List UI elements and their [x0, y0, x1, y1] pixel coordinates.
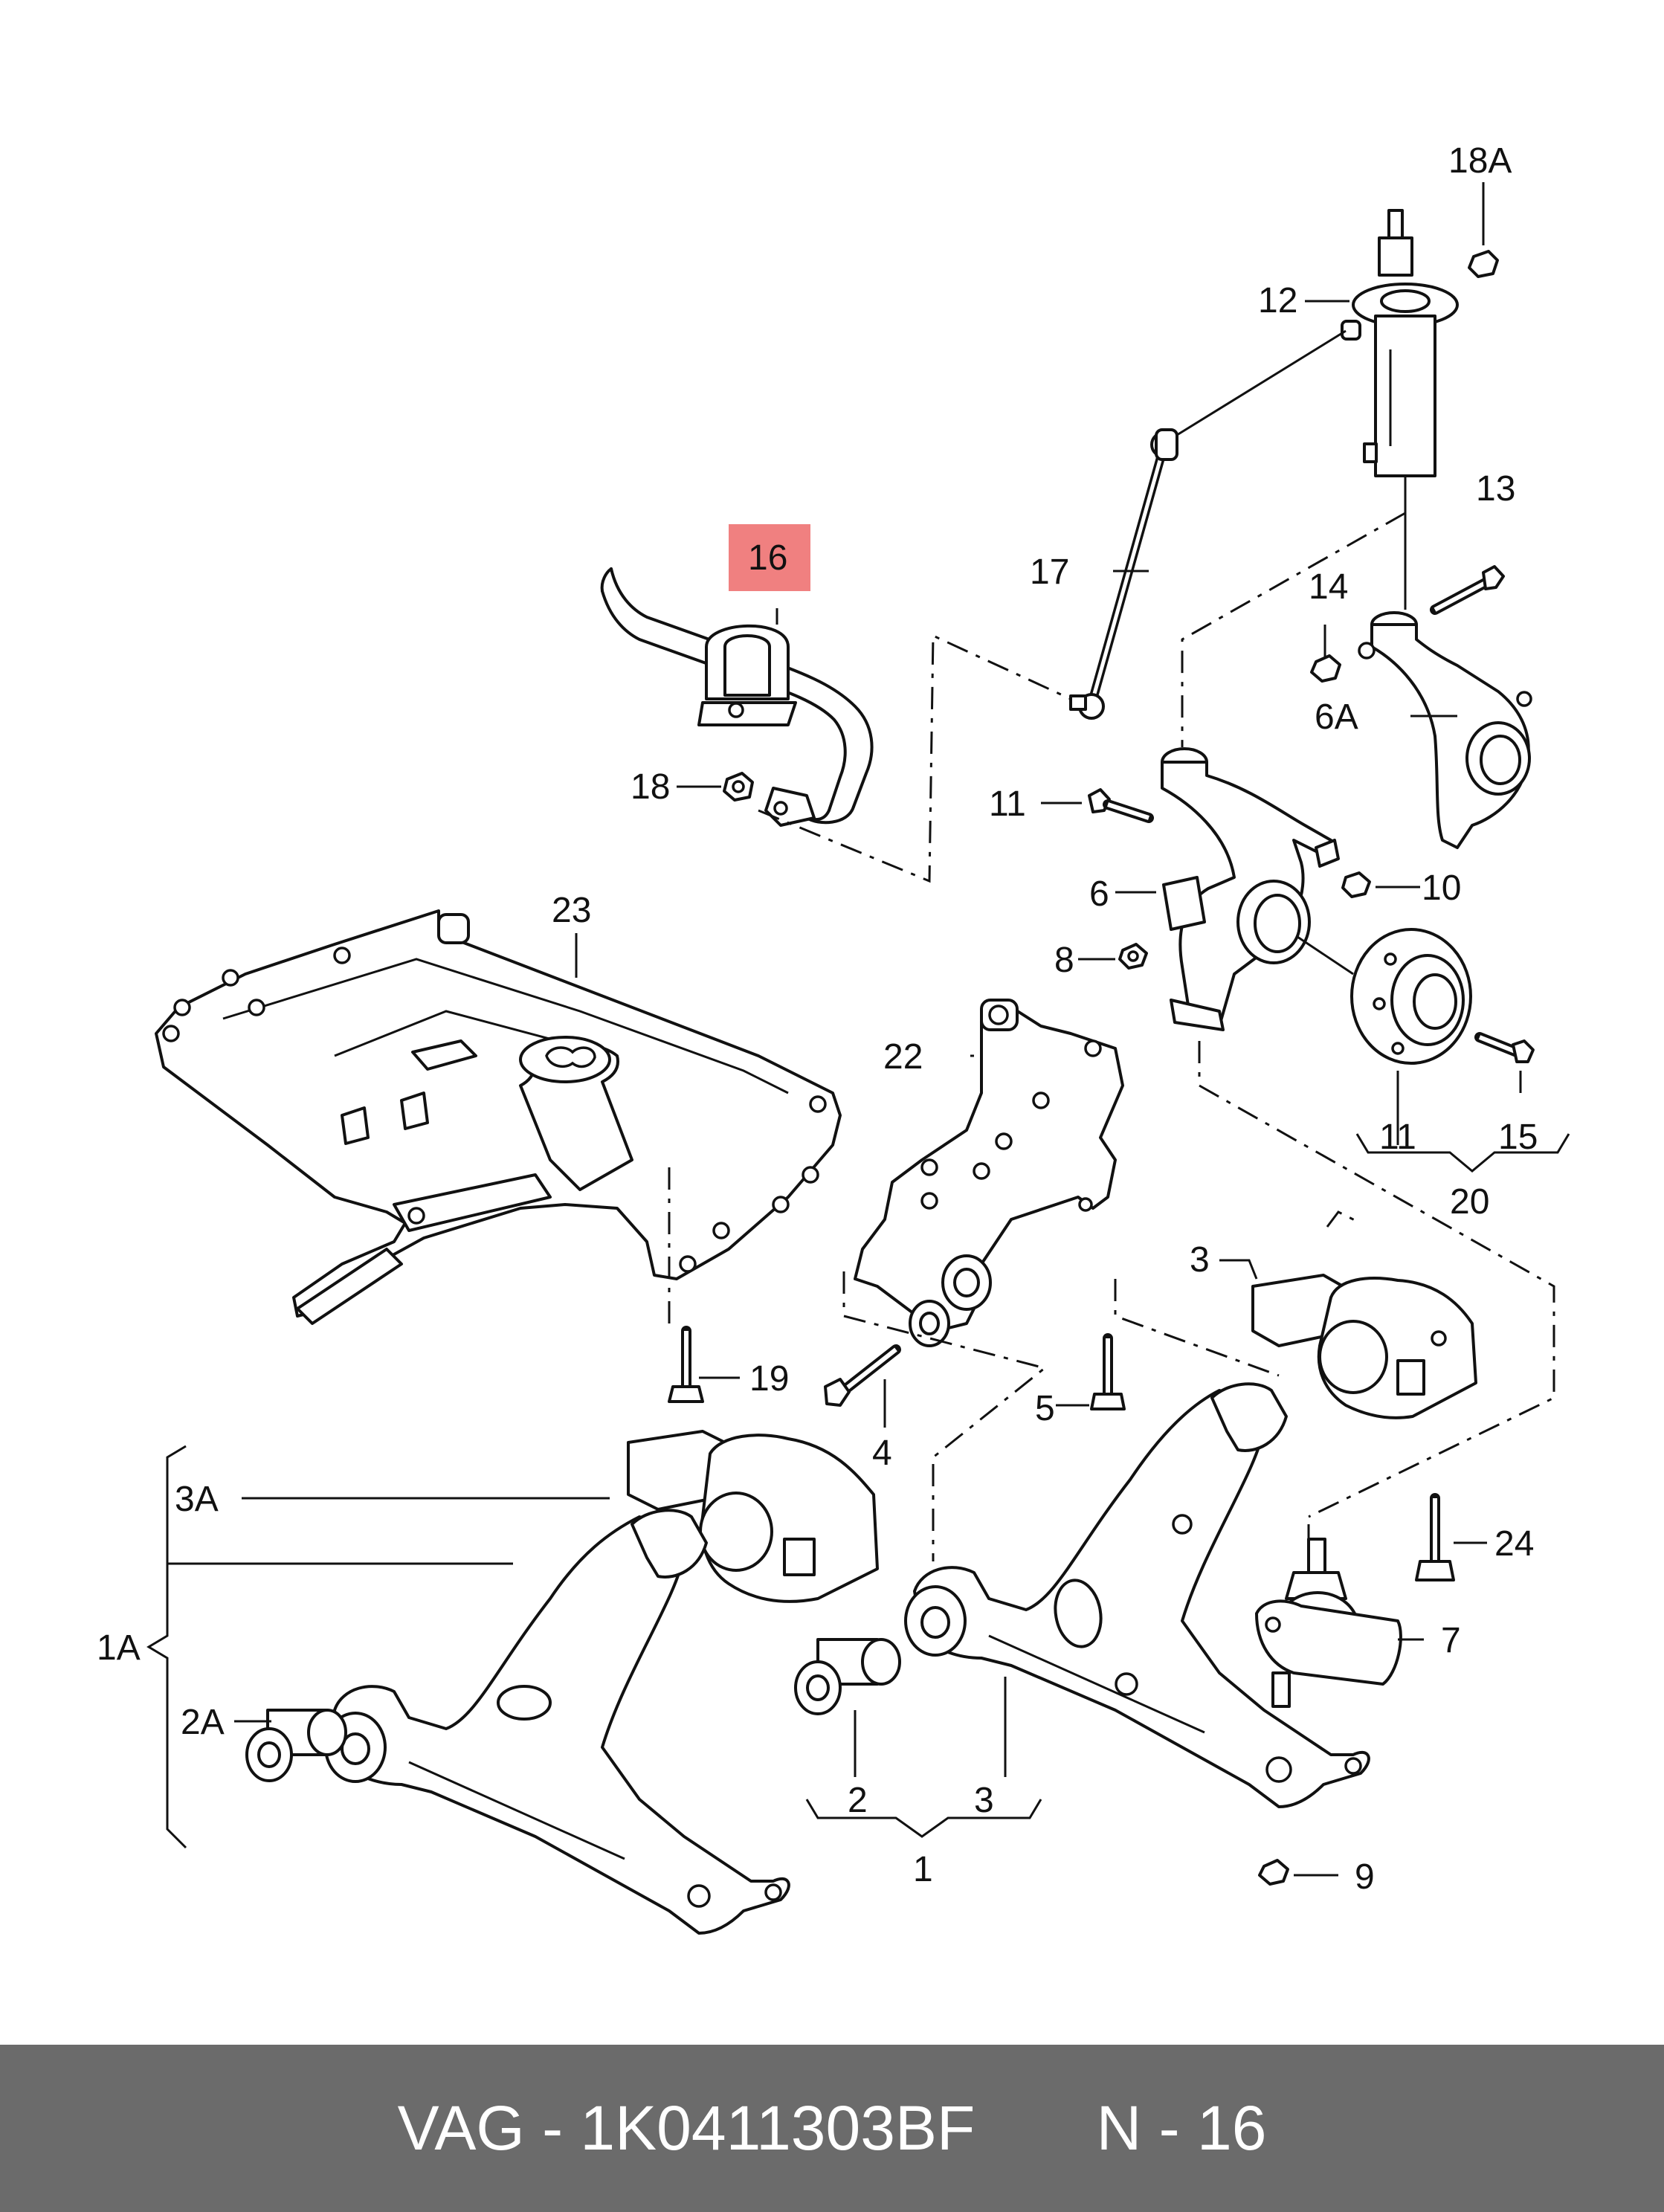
label-2A: 2A	[181, 1703, 225, 1742]
footer-brand: VAG	[397, 2093, 525, 2163]
steering-knuckle-6A	[1358, 611, 1532, 849]
footer-ref: N - 16	[1096, 2093, 1267, 2163]
subframe-23	[155, 909, 842, 1325]
label-10: 10	[1422, 868, 1461, 908]
bolt-4	[824, 1344, 901, 1407]
label-19: 19	[749, 1359, 789, 1399]
stabilizer-bushing-16	[697, 624, 797, 726]
nut-8	[1118, 943, 1148, 970]
control-arm-1	[904, 1382, 1370, 1808]
label-1: 1	[913, 1850, 933, 1889]
bracket-22	[854, 999, 1124, 1347]
ball-joint-7	[1255, 1524, 1402, 1708]
label-22: 22	[883, 1037, 923, 1077]
bushing-3A	[627, 1430, 879, 1603]
label-8: 8	[1054, 941, 1074, 980]
label-24: 24	[1494, 1524, 1534, 1564]
bolt-24	[1415, 1493, 1455, 1581]
nut-18	[723, 772, 754, 802]
highlight-box-16	[729, 524, 810, 591]
label-18A: 18A	[1448, 141, 1512, 181]
label-1A: 1A	[97, 1628, 141, 1668]
label-13: 13	[1476, 469, 1515, 509]
nut-9	[1258, 1859, 1289, 1886]
front-bushing-2	[794, 1638, 901, 1715]
bolt-13	[1430, 565, 1505, 615]
front-bushing-2A	[245, 1709, 347, 1782]
label-6: 6	[1089, 874, 1109, 914]
footer-space	[563, 2092, 580, 2164]
label-12: 12	[1258, 281, 1297, 320]
callout-labels: 18A 12 13 14 6A 17 16 18 11 10 6 8 23 22…	[97, 141, 1538, 1897]
label-23: 23	[552, 891, 591, 930]
footer-separator-space	[525, 2092, 542, 2164]
label-7: 7	[1441, 1621, 1461, 1660]
footer-separator: -	[542, 2093, 564, 2163]
nut-18A	[1468, 182, 1499, 278]
label-4: 4	[872, 1434, 892, 1473]
part-number-footer: VAG - 1K0411303BF N - 16	[0, 2045, 1664, 2212]
strut-assembly	[1341, 209, 1459, 610]
label-3A: 3A	[175, 1480, 219, 1519]
stabilizer-bar	[600, 567, 874, 827]
stabilizer-link	[1069, 329, 1347, 720]
label-11-lower: 11	[1379, 1118, 1416, 1157]
control-arm-1A	[324, 1509, 790, 1935]
assembly-lines	[668, 512, 1555, 1561]
steering-knuckle-6	[1161, 747, 1340, 1031]
leader-lines	[146, 300, 1570, 1877]
label-3-upper: 3	[1190, 1240, 1210, 1280]
label-20: 20	[1450, 1182, 1489, 1222]
label-6A: 6A	[1315, 697, 1358, 737]
label-9: 9	[1355, 1857, 1375, 1897]
label-17: 17	[1030, 552, 1069, 592]
wheel-hub	[1297, 928, 1472, 1065]
bolt-5	[1090, 1333, 1126, 1410]
label-11-upper: 11	[989, 784, 1026, 824]
nut-10	[1341, 871, 1371, 898]
bolt-11-upper	[1088, 788, 1154, 823]
footer-gap	[975, 2092, 1096, 2164]
label-18: 18	[631, 767, 670, 807]
label-3-lower: 3	[974, 1781, 994, 1820]
bolt-19	[668, 1326, 704, 1403]
nut-14	[1310, 654, 1341, 683]
label-2: 2	[848, 1781, 868, 1820]
label-5: 5	[1035, 1389, 1055, 1428]
footer-part-number: 1K0411303BF	[580, 2093, 975, 2163]
bolt-15	[1474, 1032, 1535, 1063]
label-16: 16	[748, 538, 787, 578]
rear-bushing-3	[1251, 1274, 1477, 1419]
label-14: 14	[1309, 567, 1348, 607]
label-15: 15	[1498, 1118, 1538, 1157]
suspension-parts-diagram: 18A 12 13 14 6A 17 16 18 11 10 6 8 23 22…	[97, 141, 1570, 1935]
